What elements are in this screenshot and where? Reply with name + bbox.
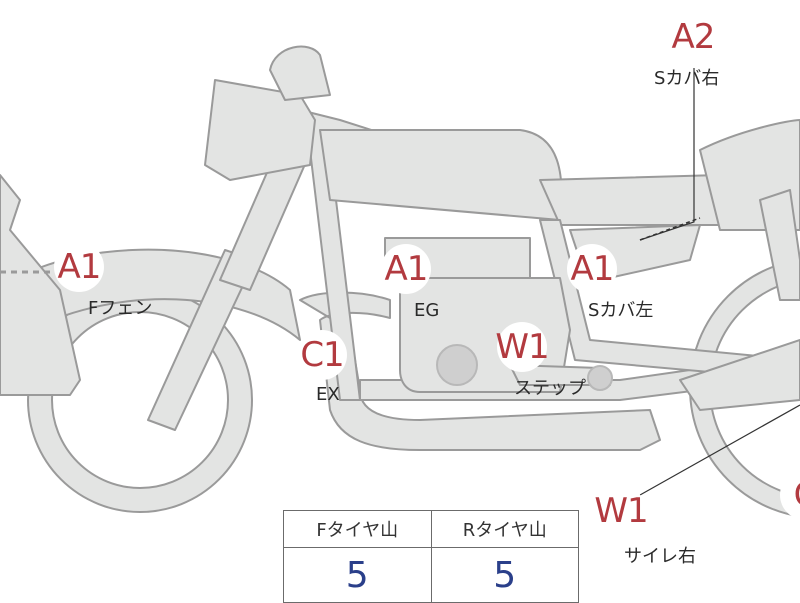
marker-a2[interactable]: A2 (668, 12, 718, 62)
marker-code: C1 (300, 335, 344, 375)
label-side-cover-left: Sカバ左 (588, 300, 654, 321)
leader-a2 (639, 68, 695, 241)
engine-cover (436, 344, 478, 386)
marker-a1-fender[interactable]: A1 (54, 242, 104, 292)
marker-w1-step[interactable]: W1 (495, 322, 550, 372)
value-rear-tire: 5 (430, 547, 579, 603)
marker-code: W1 (594, 491, 648, 531)
rear-shock (759, 189, 800, 301)
leader-w1 (639, 404, 800, 496)
marker-code: W1 (495, 327, 549, 367)
marker-a1-side-cover[interactable]: A1 (567, 244, 617, 294)
value-front-tire: 5 (283, 547, 432, 603)
front-cowl (0, 174, 81, 396)
marker-c1-exhaust[interactable]: C1 (297, 330, 347, 380)
mirror (269, 45, 331, 101)
tire-tread-table: Fタイヤ山 Rタイヤ山 5 5 (283, 510, 579, 603)
marker-code: A1 (570, 249, 615, 289)
label-step: ステップ (514, 378, 586, 399)
label-muffler-right: サイレ右 (624, 546, 696, 567)
marker-code: A1 (57, 247, 102, 287)
header-front-tire: Fタイヤ山 (283, 510, 432, 548)
marker-w1-muffler[interactable]: W1 (594, 486, 649, 536)
label-front-fender: Fフェン (88, 298, 153, 319)
swingarm (679, 339, 800, 411)
header-rear-tire: Rタイヤ山 (430, 510, 579, 548)
marker-code: A1 (384, 249, 429, 289)
label-side-cover-right: Sカバ右 (654, 68, 720, 89)
marker-a1-engine[interactable]: A1 (381, 244, 431, 294)
label-engine: EG (414, 300, 440, 321)
marker-code: A2 (671, 17, 716, 57)
fuel-tank (319, 129, 563, 221)
marker-c-cut[interactable]: C (780, 470, 800, 520)
label-exhaust: EX (316, 384, 340, 405)
marker-code: C (794, 478, 800, 512)
